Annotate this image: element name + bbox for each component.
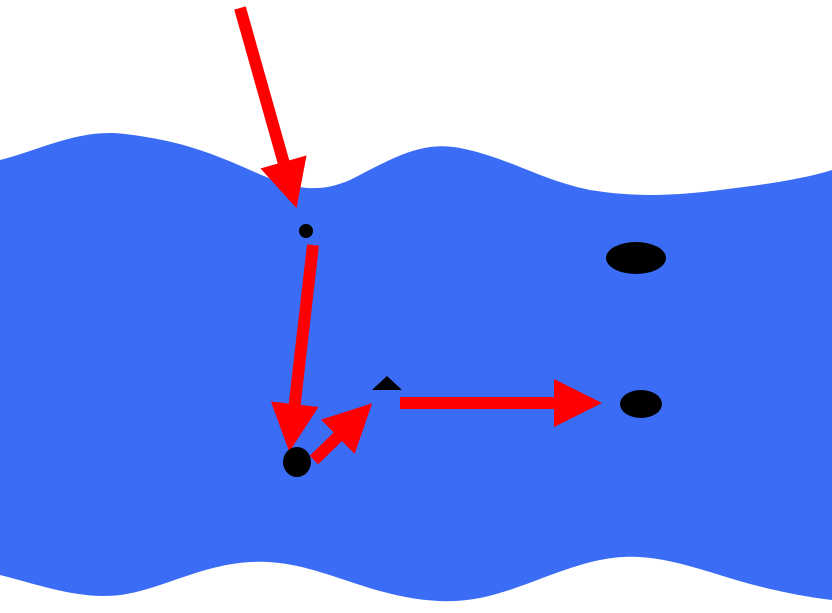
small-dot <box>299 224 313 238</box>
arrow-to-triangle <box>309 403 373 465</box>
triangle-marker <box>372 376 402 390</box>
water-band <box>0 132 832 602</box>
arrow-to-blob <box>270 244 319 452</box>
ellipse-upper-right <box>606 242 666 274</box>
arrow-incoming <box>234 6 307 209</box>
ellipse-lower-right <box>620 390 662 418</box>
blob <box>283 447 311 477</box>
